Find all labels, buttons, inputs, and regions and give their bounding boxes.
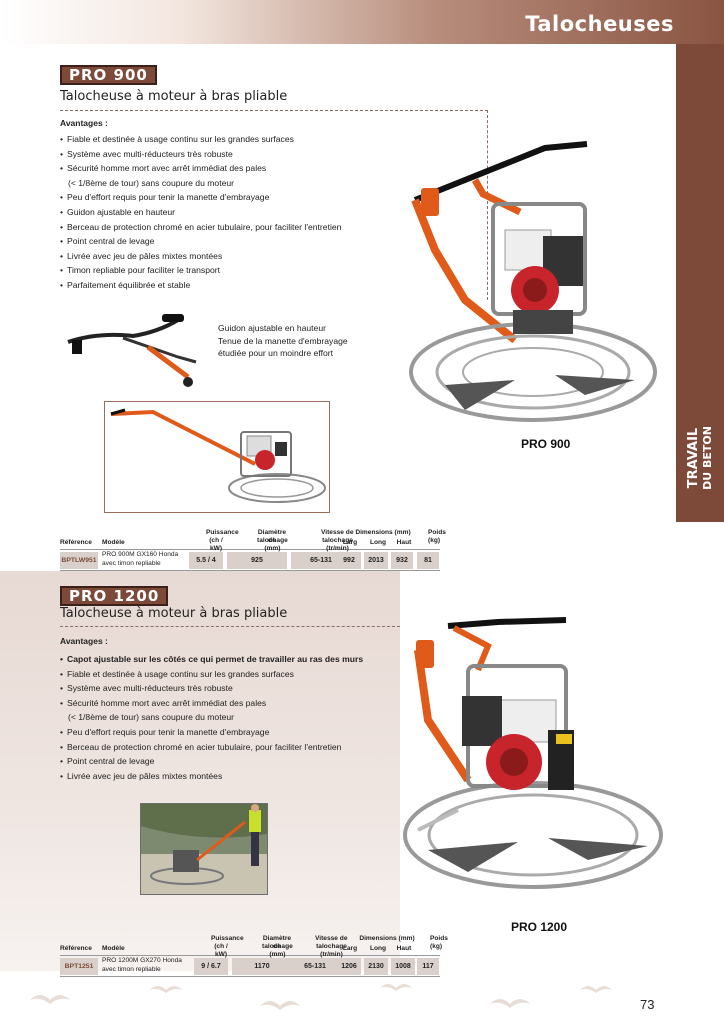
page-number: 73	[640, 997, 655, 1012]
list-item: (< 1/8ème de tour) sans coupure du moteu…	[68, 177, 235, 188]
list-item: •Berceau de protection chromé en acier t…	[60, 741, 342, 752]
list-item: •Point central de levage	[60, 756, 155, 767]
worker-image	[141, 804, 267, 894]
list-item: •Livrée avec jeu de pâles mixtes montées	[60, 770, 223, 781]
page-title: Talocheuses	[525, 12, 674, 36]
list-item: •Sécurité homme mort avec arrêt immédiat…	[60, 697, 267, 708]
pro1200-spec-table: Référence Modèle Puissance(ch / kW) Diam…	[60, 933, 448, 977]
pro900-vertical-separator	[487, 110, 488, 300]
pro1200-separator	[60, 626, 400, 627]
pro1200-advantages-title: Avantages :	[60, 636, 108, 646]
decorative-birds	[30, 984, 612, 1010]
list-item: •Sécurité homme mort avec arrêt immédiat…	[60, 163, 267, 174]
list-item: •Fiable et destinée à usage continu sur …	[60, 134, 294, 144]
pro1200-usage-photo	[140, 803, 268, 895]
pro1200-subtitle: Talocheuse à moteur à bras pliable	[60, 606, 288, 621]
pro900-caption: Guidon ajustable en hauteur Tenue de la …	[218, 323, 348, 358]
list-item: •Guidon ajustable en hauteur	[60, 206, 175, 217]
pro900-label: PRO 900	[60, 65, 157, 85]
table-header: Référence Modèle Puissance(ch / kW) Diam…	[60, 529, 446, 552]
pro1200-advantages-list: •Capot ajustable sur les côtés ce qui pe…	[60, 652, 363, 783]
list-item: •Timon repliable pour faciliter le trans…	[60, 265, 221, 276]
list-item: •Système avec multi-réducteurs très robu…	[60, 148, 233, 159]
pro900-advantages-title: Avantages :	[60, 118, 108, 128]
pro900-small-photo	[104, 401, 330, 513]
list-item: •Livrée avec jeu de pâles mixtes montées	[60, 250, 223, 261]
side-tab-label: TRAVAIL DU BETON	[678, 418, 722, 498]
list-item: •Fiable et destinée à usage continu sur …	[60, 668, 294, 679]
pro900-machine-name: PRO 900	[521, 437, 571, 451]
pro1200-section-background	[0, 571, 400, 971]
side-tab-line2: DU BETON	[701, 426, 714, 490]
table-header: Référence Modèle Puissance(ch / kW) Diam…	[60, 935, 448, 958]
list-item: •Berceau de protection chromé en acier t…	[60, 221, 342, 232]
pro1200-machine-name: PRO 1200	[511, 920, 568, 934]
side-tab	[676, 44, 724, 522]
list-item: •Système avec multi-réducteurs très robu…	[60, 683, 233, 694]
pro900-separator	[60, 110, 488, 111]
pro900-spec-table: Référence Modèle Puissance(ch / kW) Diam…	[60, 527, 446, 571]
pro900-subtitle: Talocheuse à moteur à bras pliable	[60, 89, 288, 104]
list-item: •Peu d'effort requis pour tenir la manet…	[60, 192, 270, 203]
machine-image	[110, 408, 326, 503]
list-item: •Capot ajustable sur les côtés ce qui pe…	[60, 654, 364, 664]
list-item: •Point central de levage	[60, 236, 155, 247]
header-band	[0, 0, 724, 44]
list-item: •Parfaitement équilibrée et stable	[60, 279, 191, 290]
side-tab-line1: TRAVAIL	[686, 427, 701, 489]
pro900-machine-photo	[409, 141, 657, 422]
pro900-advantages-list: •Fiable et destinée à usage continu sur …	[60, 132, 341, 293]
pro1200-label: PRO 1200	[60, 586, 169, 606]
list-item: (< 1/8ème de tour) sans coupure du moteu…	[68, 712, 235, 723]
handle-photo	[67, 314, 197, 387]
pro1200-machine-photo	[403, 617, 663, 889]
list-item: •Peu d'effort requis pour tenir la manet…	[60, 726, 270, 737]
